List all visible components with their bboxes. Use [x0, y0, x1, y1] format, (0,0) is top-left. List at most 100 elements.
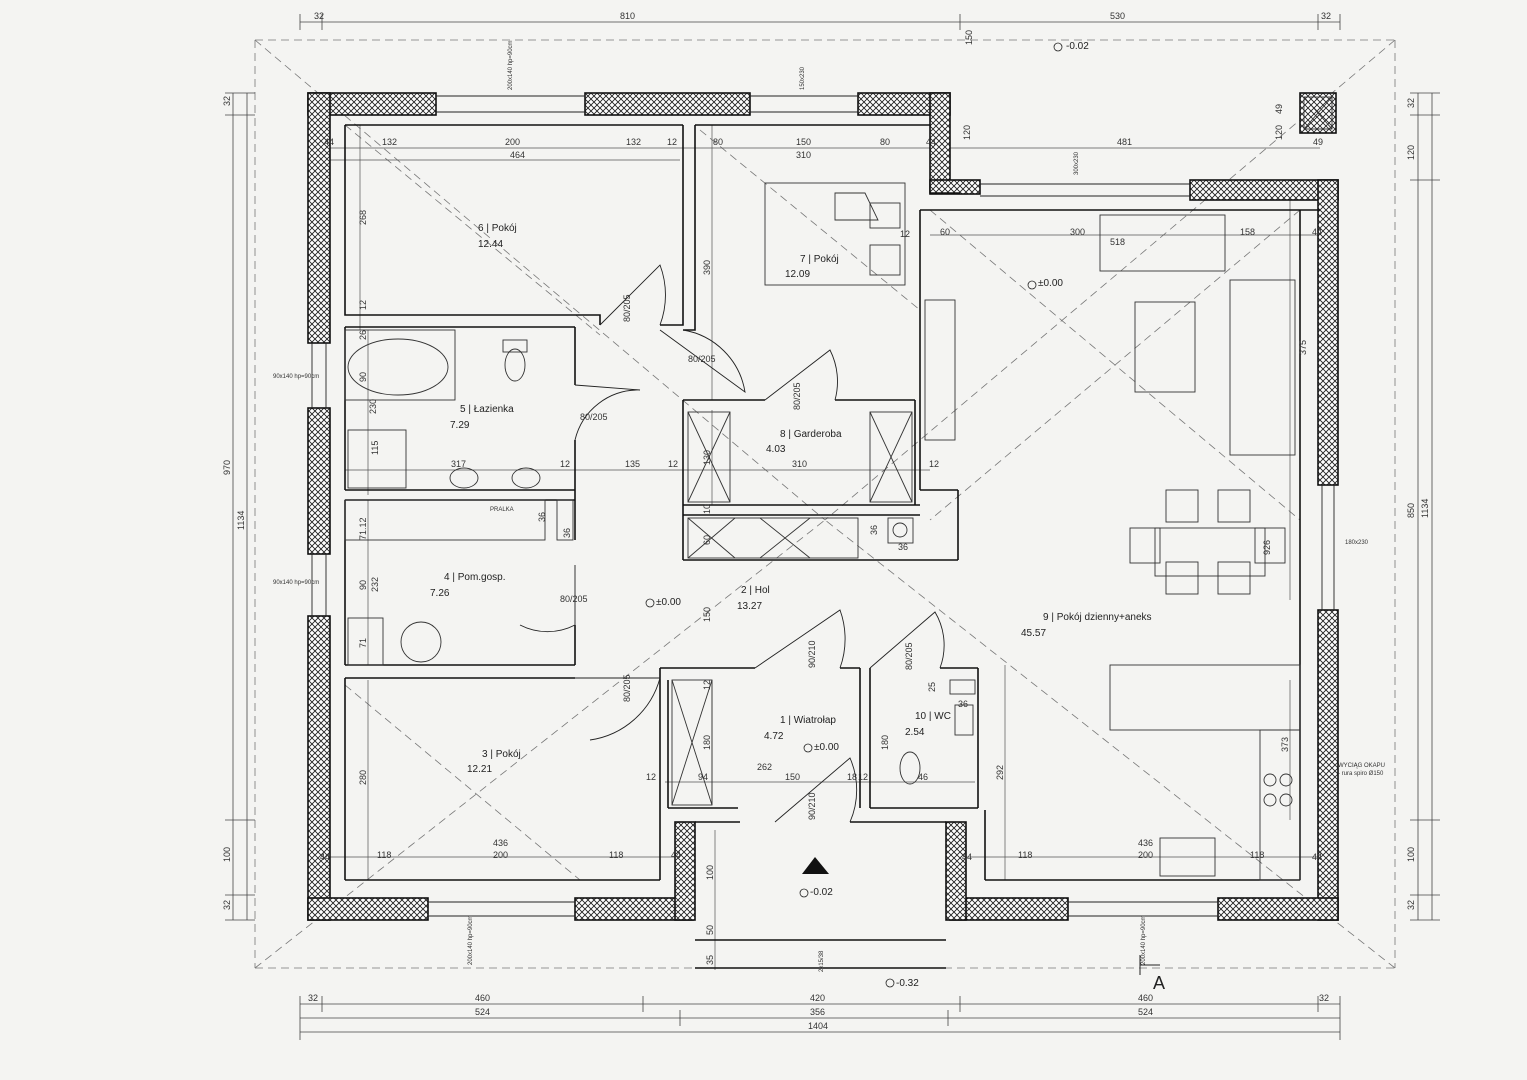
sink-1 [449, 467, 479, 489]
svg-text:524: 524 [1138, 1007, 1153, 1017]
level-markers [645, 42, 1063, 988]
vestibule-wardrobe [671, 679, 713, 806]
svg-text:36: 36 [537, 512, 547, 522]
svg-text:300x230: 300x230 [1074, 151, 1080, 175]
windows [311, 95, 1335, 917]
svg-text:926: 926 [1262, 540, 1272, 555]
svg-text:100: 100 [1406, 847, 1416, 862]
svg-text:180x230: 180x230 [1345, 540, 1369, 546]
svg-text:32: 32 [1406, 900, 1416, 910]
sink-2 [511, 467, 541, 489]
svg-text:80/205: 80/205 [792, 382, 802, 410]
svg-text:32: 32 [222, 900, 232, 910]
bed [764, 182, 906, 286]
svg-text:130: 130 [702, 450, 712, 465]
room-3-label: 3 | Pokój [482, 749, 521, 760]
room-2-label: 2 | Hol [741, 585, 770, 596]
svg-text:60: 60 [940, 227, 950, 237]
svg-text:120: 120 [1274, 125, 1284, 140]
svg-text:36: 36 [869, 525, 879, 535]
svg-text:71.12: 71.12 [358, 517, 368, 540]
svg-text:180: 180 [702, 735, 712, 750]
svg-text:118: 118 [1250, 850, 1264, 860]
svg-text:200: 200 [493, 850, 508, 860]
svg-text:1134: 1134 [236, 511, 246, 530]
wardrobe-left [687, 411, 731, 503]
hood-label-line2: - rura spiro Ø150 [1338, 771, 1384, 777]
svg-text:115: 115 [370, 441, 380, 455]
svg-text:60: 60 [702, 535, 712, 545]
svg-text:12: 12 [702, 680, 712, 690]
svg-text:49: 49 [1313, 137, 1323, 147]
svg-text:373: 373 [1280, 737, 1290, 752]
svg-text:150x230: 150x230 [800, 66, 806, 90]
svg-text:32: 32 [1319, 993, 1329, 1003]
walls [307, 92, 1339, 921]
svg-text:436: 436 [1138, 838, 1153, 848]
room-8-area: 4.03 [766, 444, 786, 455]
room-10-area: 2.54 [905, 727, 925, 738]
svg-text:100: 100 [222, 847, 232, 862]
section-marker [1139, 955, 1160, 975]
svg-text:44: 44 [926, 137, 936, 147]
svg-text:12: 12 [900, 229, 910, 239]
room-7-label: 7 | Pokój [800, 254, 839, 265]
window-labels: 200x140 hp=90cm 150x230 300x230 90x140 h… [273, 40, 1369, 965]
wc-toilet [899, 751, 921, 785]
svg-text:90/210: 90/210 [807, 792, 817, 820]
svg-text:44: 44 [324, 137, 334, 147]
svg-text:80/205: 80/205 [622, 294, 632, 322]
svg-text:36: 36 [898, 542, 908, 552]
svg-text:90: 90 [358, 372, 368, 382]
svg-text:12: 12 [667, 137, 677, 147]
svg-text:32: 32 [1321, 11, 1331, 21]
svg-text:232: 232 [370, 577, 380, 592]
svg-text:200x140 hp=90cm: 200x140 hp=90cm [468, 915, 474, 965]
svg-text:80: 80 [880, 137, 890, 147]
svg-text:135: 135 [625, 459, 640, 469]
boiler [400, 621, 442, 663]
svg-text:310: 310 [796, 150, 811, 160]
svg-text:524: 524 [475, 1007, 490, 1017]
room-9-area: 45.57 [1021, 628, 1046, 639]
wardrobe-right [869, 411, 913, 503]
svg-text:12: 12 [858, 772, 868, 782]
svg-text:80: 80 [713, 137, 723, 147]
svg-text:375: 375 [1298, 340, 1308, 355]
svg-text:200x140 hp=90cm: 200x140 hp=90cm [508, 40, 514, 90]
svg-text:810: 810 [620, 11, 635, 21]
inner-dimension-text: 44 132 200 464 132 12 80 150 310 80 44 4… [320, 104, 1323, 972]
svg-text:268: 268 [358, 210, 368, 225]
svg-text:36: 36 [958, 699, 968, 709]
svg-text:25: 25 [927, 682, 937, 692]
level-entrance: -0.02 [810, 887, 833, 898]
shower [347, 429, 407, 489]
svg-text:390: 390 [702, 260, 712, 275]
washing-machine-label: PRALKA [490, 507, 514, 513]
svg-text:90: 90 [358, 580, 368, 590]
outer-dimension-text: 32 810 530 32 32 460 420 460 32 524 356 … [222, 11, 1430, 1031]
svg-text:80/205: 80/205 [622, 674, 632, 702]
kitchen-sink [1159, 837, 1216, 877]
svg-text:94: 94 [698, 772, 708, 782]
svg-text:230: 230 [368, 399, 378, 414]
svg-text:420: 420 [810, 993, 825, 1003]
svg-text:970: 970 [222, 460, 232, 475]
svg-text:12: 12 [646, 772, 656, 782]
room-5-label: 5 | Łazienka [460, 404, 514, 415]
svg-text:132: 132 [382, 137, 397, 147]
section-label: A [1153, 973, 1165, 993]
svg-text:100: 100 [705, 865, 715, 880]
entrance-arrow [802, 857, 829, 874]
svg-text:310: 310 [792, 459, 807, 469]
room-6-area: 12.44 [478, 239, 503, 250]
sofa-top [1099, 214, 1226, 272]
room-labels: 6 | Pokój 12.44 7 | Pokój 12.09 5 | Łazi… [430, 223, 1152, 775]
door-labels: 80/205 80/205 80/205 80/205 80/205 80/20… [560, 294, 914, 820]
room-3-area: 12.21 [467, 764, 492, 775]
tv-unit [924, 299, 956, 441]
svg-text:118: 118 [1018, 850, 1032, 860]
coffee-table [1134, 301, 1196, 393]
chimney-block [1303, 96, 1333, 130]
svg-text:317: 317 [451, 459, 466, 469]
